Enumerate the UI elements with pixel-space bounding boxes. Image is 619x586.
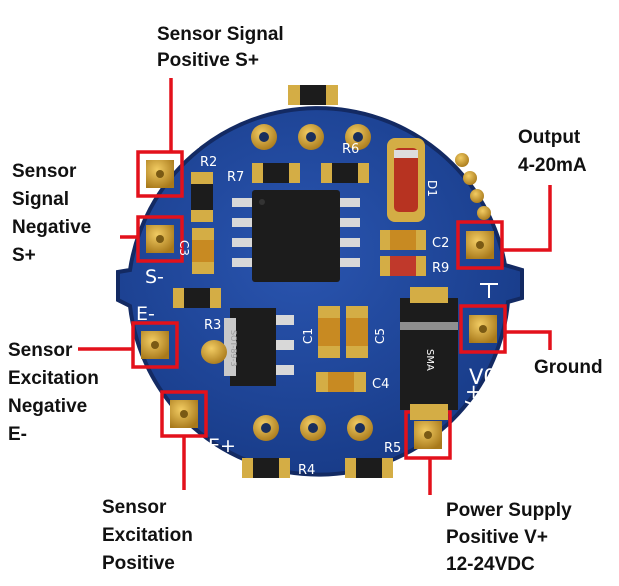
label-output: Output 4-20mA xyxy=(518,124,587,180)
header-pads-top xyxy=(251,124,371,150)
pad-ground xyxy=(459,304,507,354)
label-sensor-excitation-negative: Sensor Excitation Negative E- xyxy=(8,337,99,449)
label-ground: Ground xyxy=(534,355,603,381)
label-line: Sensor xyxy=(8,340,73,361)
pad-s-plus xyxy=(136,150,184,198)
silk-sma: SMA xyxy=(424,349,435,371)
test-pad xyxy=(201,340,227,364)
silk-r8: R8 xyxy=(344,92,361,107)
resistor-r5 xyxy=(345,458,393,478)
label-line: Negative xyxy=(12,217,92,238)
silk-s-plus: S+ xyxy=(178,131,206,153)
pad-e-plus xyxy=(160,390,208,438)
label-line: Sensor xyxy=(102,497,167,518)
silk-r2: R2 xyxy=(200,155,217,170)
resistor-r4 xyxy=(242,458,290,478)
resistor-r8 xyxy=(288,85,338,105)
label-sensor-signal-negative: Sensor Signal Negative S+ xyxy=(12,158,91,270)
label-sensor-signal-positive: Sensor Signal Positive S+ xyxy=(157,22,284,74)
via-row-right xyxy=(455,153,491,220)
silk-s-minus: S- xyxy=(145,266,164,288)
silk-r4: R4 xyxy=(298,463,315,478)
label-line: Positive S+ xyxy=(157,50,259,71)
label-line: 4-20mA xyxy=(518,155,587,176)
silk-d1: D1 xyxy=(425,180,439,197)
label-line: 12-24VDC xyxy=(446,554,535,575)
label-line: Sensor xyxy=(12,161,77,182)
capacitor-c5 xyxy=(346,306,368,358)
label-line: Excitation xyxy=(102,525,193,546)
diode-sma xyxy=(400,287,458,420)
header-pads-bottom xyxy=(253,415,373,441)
label-sensor-excitation-positive: Sensor Excitation Positive xyxy=(102,494,193,578)
silk-r3: R3 xyxy=(204,318,221,333)
label-line: Sensor Signal xyxy=(157,24,284,45)
pad-s-minus xyxy=(136,215,184,263)
capacitor-c2 xyxy=(380,230,426,250)
resistor-r2 xyxy=(191,172,213,222)
silk-c3: C3 xyxy=(177,240,191,256)
capacitor-c1 xyxy=(318,306,340,358)
silk-v-plus: V+ xyxy=(461,384,485,414)
silk-r6: R6 xyxy=(342,142,359,157)
resistor-r7 xyxy=(252,163,300,183)
resistor-r3 xyxy=(173,288,221,308)
label-line: Ground xyxy=(534,357,603,378)
silk-e-plus: E+ xyxy=(208,435,236,457)
label-line: S+ xyxy=(12,245,36,266)
ic-sot89 xyxy=(224,308,294,386)
label-line: E- xyxy=(8,424,27,445)
silk-c4: C4 xyxy=(372,377,389,392)
silk-r9: R9 xyxy=(432,261,449,276)
silk-r5: R5 xyxy=(384,441,401,456)
label-line: Positive V+ xyxy=(446,527,548,548)
label-line: Negative xyxy=(8,396,88,417)
diode-d1 xyxy=(387,138,425,222)
ic-soic8 xyxy=(232,190,360,282)
silk-sot: SOT-89-3 xyxy=(229,330,238,367)
leader-ground xyxy=(505,330,552,350)
silk-c1: C1 xyxy=(301,328,315,344)
label-line: Signal xyxy=(12,189,70,210)
label-line: Output xyxy=(518,127,581,148)
silk-c2: C2 xyxy=(432,236,449,251)
label-line: Excitation xyxy=(8,368,99,389)
pad-e-minus xyxy=(131,321,179,369)
silk-c5: C5 xyxy=(373,328,387,344)
capacitor-c4 xyxy=(316,372,366,392)
silk-r7: R7 xyxy=(227,170,244,185)
label-power-supply: Power Supply Positive V+ 12-24VDC xyxy=(446,497,572,578)
capacitor-c3 xyxy=(192,228,214,274)
label-line: Power Supply xyxy=(446,500,572,521)
resistor-r9 xyxy=(380,256,426,276)
pad-output xyxy=(456,220,504,270)
silk-v-zero: V0 xyxy=(469,365,497,389)
leader-output xyxy=(502,185,552,252)
silk-e-minus: E- xyxy=(136,303,155,325)
label-line: Positive xyxy=(102,553,175,574)
resistor-r6 xyxy=(321,163,369,183)
